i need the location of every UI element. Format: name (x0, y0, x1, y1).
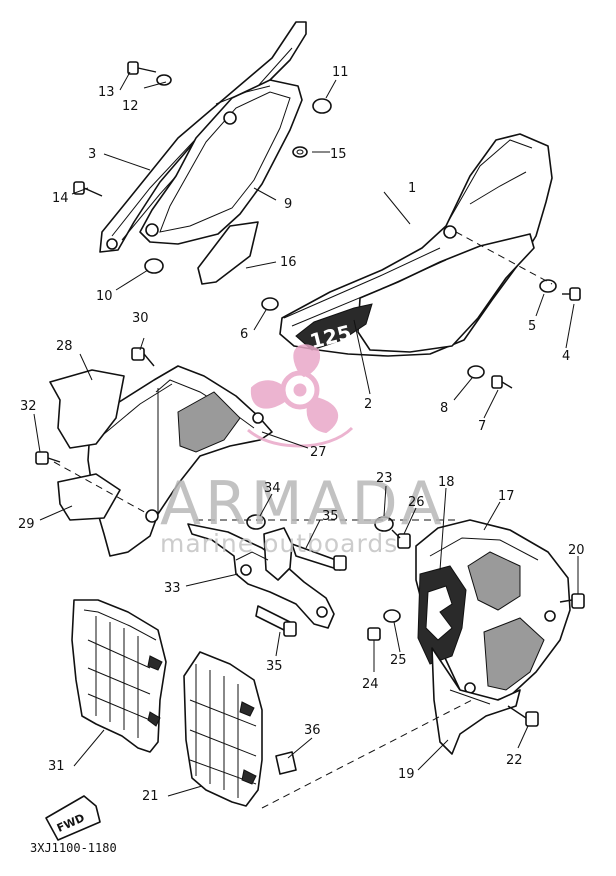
callout-22: 22 (506, 753, 523, 768)
callout-9: 9 (284, 197, 292, 212)
part-17-radiator-cover (415, 519, 571, 707)
part-1-number-plate: 125 (279, 133, 553, 357)
part-33-bracket (187, 523, 335, 629)
left-cover-fasteners (73, 61, 332, 274)
watermark-tagline: marine outboards (160, 529, 398, 558)
callout-20: 20 (568, 543, 585, 558)
radiator-cover-fasteners (35, 347, 155, 515)
part-21-radiator-guard (183, 651, 263, 807)
callout-5: 5 (528, 319, 536, 334)
callout-33: 33 (164, 581, 181, 596)
callout-24: 24 (362, 677, 379, 692)
callout-36: 36 (304, 723, 321, 738)
callout-10: 10 (96, 289, 113, 304)
callout-16: 16 (280, 255, 297, 270)
callout-7: 7 (478, 419, 486, 434)
right-cover-fasteners (261, 231, 581, 389)
callout-29: 29 (18, 517, 35, 532)
diagram-code: 3XJ1100-1180 (30, 841, 117, 855)
callout-19: 19 (398, 767, 415, 782)
callout-23: 23 (376, 471, 393, 486)
callout-35-lower: 35 (266, 659, 283, 674)
callout-4: 4 (562, 349, 570, 364)
assembly-line (261, 699, 473, 809)
callout-28: 28 (56, 339, 73, 354)
callout-34: 34 (264, 481, 281, 496)
leader-lines (33, 71, 579, 797)
callout-6: 6 (240, 327, 248, 342)
callout-15: 15 (330, 147, 347, 162)
watermark: ARMADA marine outboards (160, 344, 446, 558)
part-18-emblem (417, 565, 467, 665)
callout-17: 17 (498, 489, 515, 504)
callout-21: 21 (142, 789, 159, 804)
part-31-radiator-guard (71, 599, 167, 753)
callout-labels: 1 2 3 4 5 6 7 8 9 10 11 12 13 14 15 16 1… (18, 65, 585, 804)
callout-27: 27 (310, 445, 327, 460)
callout-8: 8 (440, 401, 448, 416)
fwd-arrow: FWD (45, 795, 101, 841)
callout-18: 18 (438, 475, 455, 490)
part-27-radiator-cover (87, 365, 273, 557)
watermark-brand: ARMADA (160, 469, 446, 539)
part-28-sticker (49, 369, 125, 449)
callout-2: 2 (364, 397, 372, 412)
part-9-side-cover-panel (139, 79, 303, 245)
callout-31: 31 (48, 759, 65, 774)
callout-3: 3 (88, 147, 96, 162)
callout-32: 32 (20, 399, 37, 414)
part-36-clip (275, 751, 297, 775)
callout-14: 14 (52, 191, 69, 206)
watermark-propeller-logo (247, 344, 354, 448)
callout-25: 25 (390, 653, 407, 668)
callout-26: 26 (408, 495, 425, 510)
callout-12: 12 (122, 99, 139, 114)
callout-11: 11 (332, 65, 349, 80)
callout-13: 13 (98, 85, 115, 100)
part-19-radiator-cover-lower (431, 647, 521, 755)
callout-35: 35 (322, 509, 339, 524)
bracket-fasteners (246, 514, 347, 637)
callout-30: 30 (132, 311, 149, 326)
part-29-sticker (57, 473, 121, 521)
callout-1: 1 (408, 181, 416, 196)
part-16-sticker (197, 221, 259, 285)
